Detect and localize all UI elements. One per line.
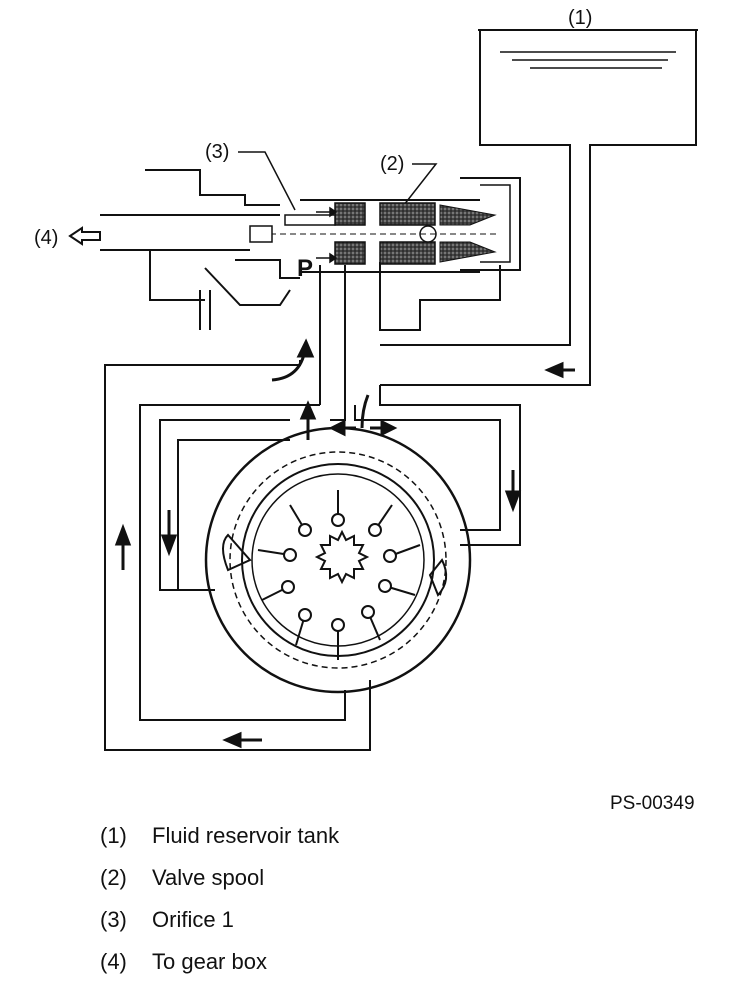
figure-id: PS-00349 (610, 793, 695, 814)
legend-number: (3) (100, 907, 127, 932)
legend-text: To gear box (152, 949, 267, 974)
legend-item: (4) To gear box (100, 948, 700, 990)
legend-item: (2) Valve spool (100, 864, 700, 906)
pump-vanes (257, 490, 421, 660)
callout-4: (4) (34, 227, 58, 249)
legend-text: Valve spool (152, 865, 265, 890)
legend-item: (1) Fluid reservoir tank (100, 822, 700, 864)
outlet-arrow (68, 226, 101, 246)
leader-lines (238, 151, 438, 211)
flow-arrows (114, 338, 575, 749)
legend-item: (3) Orifice 1 (100, 906, 700, 948)
legend-text: Fluid reservoir tank (152, 823, 340, 848)
valve-housing (100, 169, 521, 331)
pump-body (204, 426, 472, 694)
legend: (1) Fluid reservoir tank (2) Valve spool… (100, 822, 700, 990)
legend-number: (1) (100, 823, 127, 848)
legend-number: (4) (100, 949, 127, 974)
fluid-reservoir-tank (380, 29, 698, 386)
legend-text: Orifice 1 (152, 907, 234, 932)
callout-2: (2) (380, 153, 404, 175)
rotor (314, 529, 370, 585)
spool-arrows (316, 206, 338, 264)
callout-3: (3) (205, 141, 229, 163)
valve-spool (249, 202, 500, 265)
pump-diagram: (1) (2) (3) (4) P (34, 7, 698, 751)
legend-number: (2) (100, 865, 127, 890)
callout-1: (1) (568, 7, 592, 29)
pressure-label: P (297, 255, 313, 282)
